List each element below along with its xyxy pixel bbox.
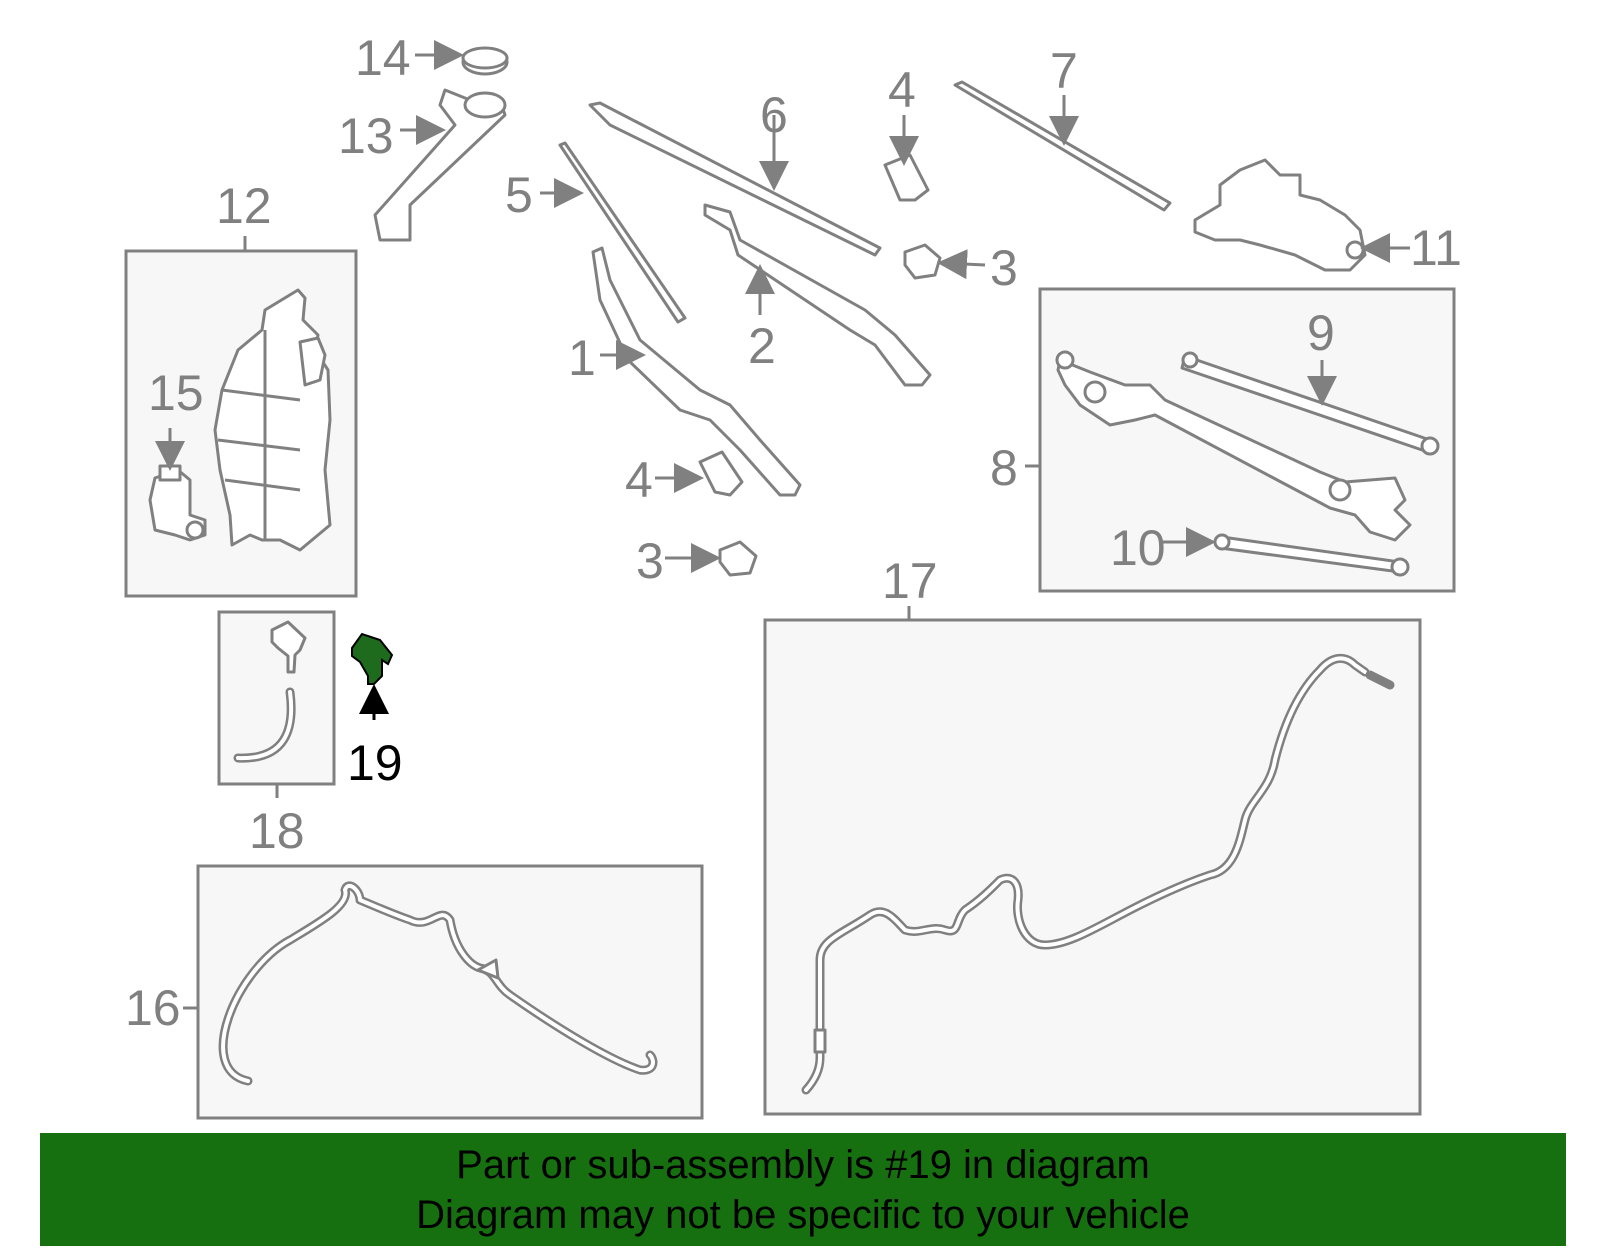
callout-4-top: 4 — [888, 62, 916, 118]
wiper-blade-7-part — [953, 80, 1172, 212]
hose-16-connector — [476, 958, 500, 980]
callout-3-top: 3 — [990, 240, 1018, 296]
nozzle-hose-group — [217, 610, 336, 798]
part-19-icon[interactable] — [351, 632, 394, 685]
callout-9: 9 — [1307, 305, 1335, 361]
wiper-arm-1-part — [591, 246, 802, 497]
callout-5: 5 — [505, 167, 533, 223]
loose-parts — [373, 46, 1367, 577]
nut-3-mid-part — [718, 540, 758, 577]
pump-top — [158, 464, 182, 482]
callout-11: 11 — [1410, 220, 1462, 276]
callout-2: 2 — [748, 318, 776, 374]
pump-outlet — [185, 520, 205, 540]
cap-4-mid-part — [698, 450, 744, 497]
callout-6: 6 — [760, 87, 788, 143]
callout-8: 8 — [990, 440, 1018, 496]
callout-10: 10 — [1110, 520, 1166, 576]
hose-16-group — [183, 864, 704, 1120]
callout-16: 16 — [125, 980, 181, 1036]
info-banner: Part or sub-assembly is #19 in diagram D… — [40, 1133, 1566, 1246]
callout-1: 1 — [568, 330, 596, 386]
reservoir-neck — [298, 336, 327, 387]
nut-3-top-part — [903, 243, 942, 280]
callout-12: 12 — [216, 178, 272, 234]
callout-arrows — [155, 40, 1410, 573]
hose-17-box — [763, 618, 1422, 1116]
callout-14: 14 — [355, 30, 411, 86]
wiper-blade-5-part — [558, 141, 687, 324]
cap-4-top-part — [883, 153, 930, 202]
callout-labels: 14 13 12 15 5 6 4 7 11 3 9 8 10 1 2 4 3 … — [125, 30, 1462, 1036]
hose-16-box — [196, 864, 704, 1120]
callout-15: 15 — [148, 365, 204, 421]
callout-19[interactable]: 19 — [347, 735, 403, 791]
wiper-motor-part — [1193, 158, 1367, 272]
callout-3-mid: 3 — [636, 533, 664, 589]
reservoir-group — [124, 236, 358, 598]
banner-line-2: Diagram may not be specific to your vehi… — [416, 1192, 1190, 1237]
wiper-arm-2-part — [703, 203, 932, 387]
linkage-group — [1025, 287, 1456, 593]
wiper-blade-6-part — [588, 101, 882, 257]
nozzle-part — [270, 620, 307, 674]
hose-17-group — [763, 606, 1422, 1116]
callout-4-mid: 4 — [625, 452, 653, 508]
callout-13: 13 — [338, 108, 394, 164]
callout-18: 18 — [249, 803, 305, 859]
linkage-arm-part — [1056, 358, 1412, 542]
banner-line-1: Part or sub-assembly is #19 in diagram — [456, 1142, 1150, 1187]
callout-17: 17 — [882, 553, 938, 609]
callout-7: 7 — [1050, 43, 1078, 99]
highlighted-part-19[interactable] — [351, 632, 394, 720]
